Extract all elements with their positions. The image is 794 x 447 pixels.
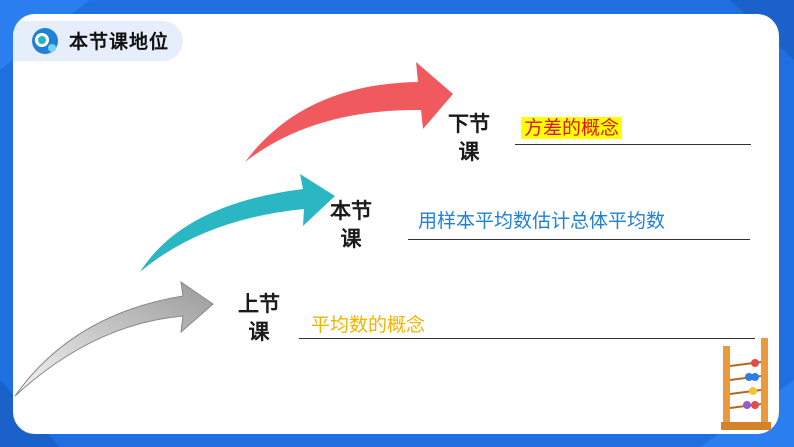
next-label-line1: 下节 <box>448 112 490 136</box>
page-title: 本节课地位 <box>69 31 170 53</box>
previous-underline <box>299 338 755 339</box>
current-label-line2: 课 <box>340 227 362 251</box>
arrow-current <box>140 174 335 272</box>
next-topic-text: 方差的概念 <box>521 117 623 139</box>
previous-label-line1: 上节 <box>238 292 280 316</box>
previous-lesson-label: 上节 课 <box>235 290 283 346</box>
previous-label-line2: 课 <box>248 320 270 344</box>
current-topic: 用样本平均数估计总体平均数 <box>418 210 666 232</box>
content-card: 本节课地位 上节 课 平均数的概念 本节 课 用样本平均数估计总体平均数 下节 … <box>13 14 779 434</box>
abacus-icon <box>721 338 771 430</box>
next-topic: 方差的概念 <box>521 115 623 141</box>
arrow-next <box>245 62 453 162</box>
previous-topic: 平均数的概念 <box>311 314 426 336</box>
next-label-line2: 课 <box>458 140 480 164</box>
current-label-line1: 本节 <box>330 199 372 223</box>
arrow-previous <box>14 280 214 397</box>
next-underline <box>515 144 751 145</box>
progress-arrows <box>14 62 453 397</box>
current-underline <box>408 239 750 240</box>
current-lesson-label: 本节 课 <box>327 197 375 253</box>
header-bar: 本节课地位 <box>13 14 263 64</box>
logo-icon <box>32 28 58 54</box>
next-lesson-label: 下节 课 <box>445 110 493 166</box>
